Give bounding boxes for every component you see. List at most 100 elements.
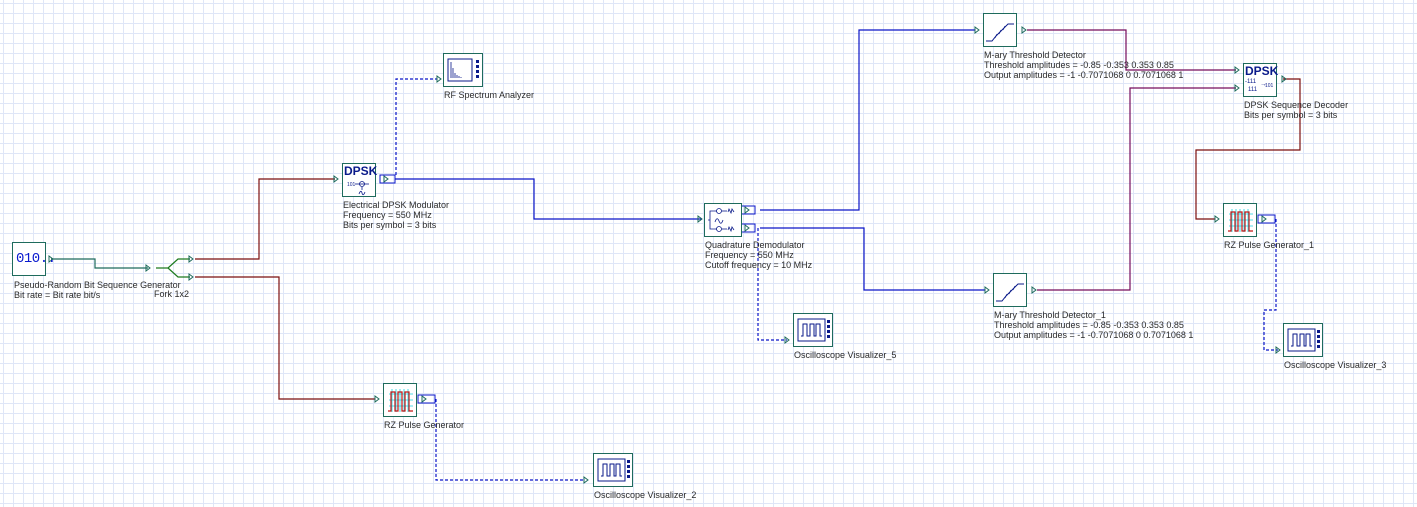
port-rz-0-in[interactable] <box>374 395 380 403</box>
threshold-detector-0-label: M-ary Threshold Detector Threshold ampli… <box>984 50 1183 80</box>
rz-pulse-icon <box>1228 209 1253 232</box>
oscilloscope-visualizer-2-label: Oscilloscope Visualizer_2 <box>594 490 697 500</box>
wire-threshold-0-to-decoder[interactable] <box>1027 29 1236 71</box>
rz-pulse-generator-1-label: RZ Pulse Generator_1 <box>1224 240 1315 250</box>
oscilloscope-icon <box>1287 328 1320 352</box>
wire-dpsk-modulator-to-spectrum[interactable] <box>395 78 437 175</box>
dpsk-decoder-icon: DPSK <box>1245 64 1279 78</box>
port-dpsk-mod-out[interactable] <box>383 175 389 183</box>
oscilloscope-icon <box>597 458 630 482</box>
rf-spectrum-label: RF Spectrum Analyzer <box>444 90 535 100</box>
component-param: Frequency = 550 MHz <box>705 250 794 260</box>
threshold-detector-1-label: M-ary Threshold Detector_1 Threshold amp… <box>994 310 1193 340</box>
port-threshold-0-out[interactable] <box>1021 26 1027 34</box>
port-frame-rz-0-out <box>417 394 436 404</box>
quadrature-demodulator-icon <box>708 207 735 233</box>
port-osc-2-in[interactable] <box>583 476 589 484</box>
threshold-detector-1[interactable] <box>993 273 1027 307</box>
port-decoder-in-2[interactable] <box>1234 84 1240 92</box>
quadrature-demodulator[interactable] <box>704 203 742 237</box>
port-decoder-out[interactable] <box>1281 75 1287 83</box>
component-name: DPSK Sequence Decoder <box>1244 100 1349 110</box>
component-name: M-ary Threshold Detector_1 <box>994 310 1106 320</box>
wire-fork-to-dpsk-modulator[interactable] <box>195 178 335 260</box>
wire-prbs-to-fork[interactable] <box>51 258 148 269</box>
dpsk-modulator[interactable]: DPSK 101 <box>342 163 378 197</box>
wire-demodulator-to-threshold-0[interactable] <box>760 29 975 211</box>
port-fork-out-2[interactable] <box>188 273 194 281</box>
component-param: Output amplitudes = -1 -0.7071068 0 0.70… <box>984 70 1184 80</box>
port-frame-dpsk-mod-out <box>379 174 396 184</box>
fork-branch-upper <box>156 258 190 269</box>
spectrum-analyzer-icon <box>447 58 479 82</box>
fork-branch-lower <box>167 267 190 278</box>
dpsk-modulator-label: Electrical DPSK Modulator Frequency = 55… <box>343 200 449 230</box>
oscilloscope-visualizer-5-label: Oscilloscope Visualizer_5 <box>794 350 897 360</box>
port-spectrum-in[interactable] <box>436 75 442 83</box>
oscilloscope-icon <box>797 318 830 342</box>
port-fork-in[interactable] <box>145 264 151 272</box>
port-fork-out-1[interactable] <box>188 255 194 263</box>
port-frame-demod-out-1 <box>740 205 756 215</box>
bit-sequence-icon: 010.. <box>16 251 56 267</box>
port-threshold-1-out[interactable] <box>1031 286 1037 294</box>
component-param: Bit rate = Bit rate bit/s <box>14 290 101 300</box>
port-threshold-0-in[interactable] <box>974 26 980 34</box>
component-name: Quadrature Demodulator <box>705 240 805 250</box>
port-rz-1-in[interactable] <box>1214 215 1220 223</box>
svg-text:101: 101 <box>347 182 356 188</box>
oscilloscope-visualizer-2[interactable] <box>593 453 633 487</box>
modulator-glyph: 101 <box>347 181 369 196</box>
wire-decoder-to-rz-pulse-1[interactable] <box>1195 78 1301 220</box>
port-prbs-out[interactable] <box>48 255 54 263</box>
prbs-generator[interactable]: 010.. <box>12 242 56 276</box>
wire-threshold-1-to-decoder[interactable] <box>1037 87 1236 291</box>
port-threshold-1-in[interactable] <box>984 286 990 294</box>
port-demod-out-2[interactable] <box>744 224 750 232</box>
component-param: Bits per symbol = 3 bits <box>1244 110 1338 120</box>
decoder-input-code-2: 111 <box>1248 87 1258 93</box>
component-name: Pseudo-Random Bit Sequence Generator <box>14 280 181 290</box>
arrow-right-icon: → <box>1260 81 1267 88</box>
prbs-label: Pseudo-Random Bit Sequence Generator Bit… <box>14 280 181 300</box>
rz-pulse-icon <box>388 389 413 412</box>
threshold-detector-0[interactable] <box>983 13 1017 47</box>
wire-fork-to-rz-pulse[interactable] <box>195 276 375 400</box>
rz-pulse-generator-1[interactable] <box>1223 203 1257 237</box>
wire-dpsk-modulator-to-demodulator[interactable] <box>395 178 702 220</box>
component-name: M-ary Threshold Detector <box>984 50 1086 60</box>
decoder-output-code: 101 <box>1265 83 1274 89</box>
wire-rz-pulse-1-to-oscilloscope-3[interactable] <box>1263 219 1278 351</box>
threshold-detector-icon <box>996 283 1024 302</box>
component-param: Frequency = 550 MHz <box>343 210 432 220</box>
port-demod-in[interactable] <box>697 215 703 223</box>
wire-rz-pulse-to-oscilloscope-2[interactable] <box>435 399 584 481</box>
wire-demodulator-to-oscilloscope-5[interactable] <box>757 228 787 341</box>
quadrature-demodulator-label: Quadrature Demodulator Frequency = 550 M… <box>705 240 812 270</box>
port-frame-rz-1-out <box>1257 214 1276 224</box>
component-name: Electrical DPSK Modulator <box>343 200 450 210</box>
port-rz-0-out[interactable] <box>421 395 427 403</box>
wire-demodulator-to-threshold-1[interactable] <box>760 227 985 291</box>
dpsk-decoder-label: DPSK Sequence Decoder Bits per symbol = … <box>1244 100 1348 120</box>
port-osc-5-in[interactable] <box>784 336 790 344</box>
rz-pulse-generator[interactable] <box>383 383 417 417</box>
component-param: Output amplitudes = -1 -0.7071068 0 0.70… <box>994 330 1194 340</box>
component-param: Cutoff frequency = 10 MHz <box>705 260 813 270</box>
fork-label: Fork 1x2 <box>154 289 190 299</box>
dpsk-decoder[interactable]: DPSK -111 111 → 101 <box>1243 63 1279 97</box>
oscilloscope-visualizer-3[interactable] <box>1283 323 1323 357</box>
decoder-input-code-1: -111 <box>1245 79 1257 85</box>
port-osc-3-in[interactable] <box>1275 346 1281 354</box>
oscilloscope-visualizer-3-label: Oscilloscope Visualizer_3 <box>1284 360 1387 370</box>
rf-spectrum-analyzer[interactable] <box>443 53 483 87</box>
port-dpsk-mod-in[interactable] <box>333 175 339 183</box>
dpsk-modulator-icon: DPSK <box>344 164 378 178</box>
rz-pulse-generator-label: RZ Pulse Generator <box>384 420 465 430</box>
component-param: Threshold amplitudes = -0.85 -0.353 0.35… <box>994 320 1184 330</box>
threshold-detector-icon <box>986 23 1014 42</box>
port-rz-1-out[interactable] <box>1261 215 1267 223</box>
port-decoder-in-1[interactable] <box>1234 66 1240 74</box>
port-demod-out-1[interactable] <box>744 206 750 214</box>
oscilloscope-visualizer-5[interactable] <box>793 313 833 347</box>
